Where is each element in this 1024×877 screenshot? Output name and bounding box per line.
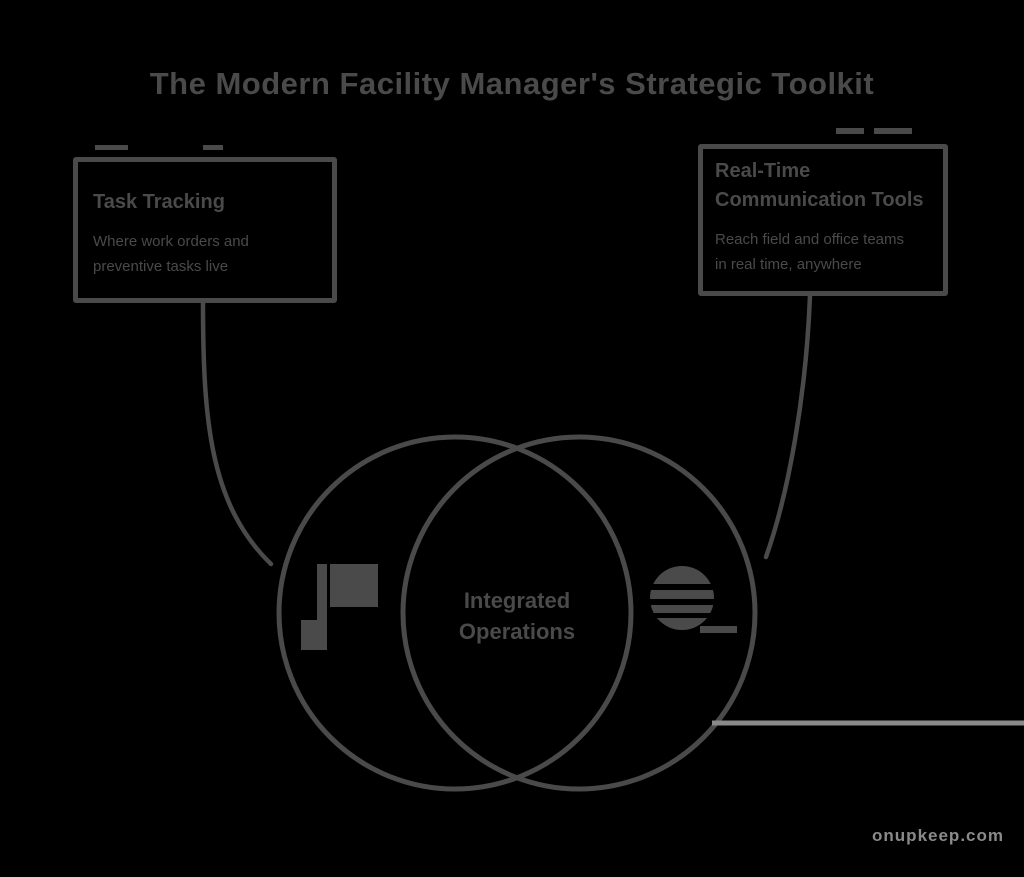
- right-callout-box: Real-Time Communication Tools Reach fiel…: [698, 144, 948, 296]
- flag-banner: [330, 564, 378, 607]
- left-connector-line: [200, 300, 274, 567]
- left-callout-heading: Task Tracking: [93, 191, 225, 213]
- venn-right-circle: [400, 434, 758, 792]
- sketch-mark: [874, 128, 912, 134]
- venn-center-label-line-2: Operations: [458, 619, 576, 644]
- right-callout-heading-line-1: Real-Time: [715, 160, 811, 182]
- right-callout-body-line-1: Reach field and office teams: [715, 231, 905, 248]
- right-callout-body: Reach field and office teams in real tim…: [715, 227, 935, 277]
- right-callout-heading: Real-Time Communication Tools: [715, 157, 935, 215]
- chat-bubble-icon: [648, 566, 737, 633]
- right-connector-line: [763, 293, 813, 560]
- watermark: onupkeep.com: [872, 826, 1004, 845]
- right-callout-body-line-2: in real time, anywhere: [715, 256, 862, 273]
- venn-left-circle: [276, 434, 634, 792]
- flag-base: [301, 620, 321, 650]
- left-callout-box: Task Tracking Where work orders and prev…: [73, 157, 337, 303]
- left-callout-body-line-1: Where work orders and: [93, 233, 249, 250]
- chat-bubble-gap: [648, 599, 716, 605]
- right-callout-heading-line-2: Communication Tools: [715, 189, 924, 211]
- chat-bubble-gap: [648, 613, 716, 618]
- left-callout-body-line-2: preventive tasks live: [93, 258, 229, 275]
- left-callout-body: Where work orders and preventive tasks l…: [93, 229, 322, 279]
- venn-center-label-line-1: Integrated: [463, 588, 571, 613]
- flag-pole: [317, 564, 327, 650]
- chat-bubble-body: [650, 566, 714, 630]
- diagram-title: The Modern Facility Manager's Strategic …: [149, 66, 875, 101]
- sketch-mark: [836, 128, 864, 134]
- chat-bubble-tail: [700, 626, 737, 633]
- flag-icon: [301, 564, 378, 650]
- sketch-mark: [203, 145, 223, 150]
- chat-bubble-gap: [648, 584, 716, 590]
- sketch-mark: [95, 145, 128, 150]
- venn-center-label: Integrated Operations: [459, 585, 575, 647]
